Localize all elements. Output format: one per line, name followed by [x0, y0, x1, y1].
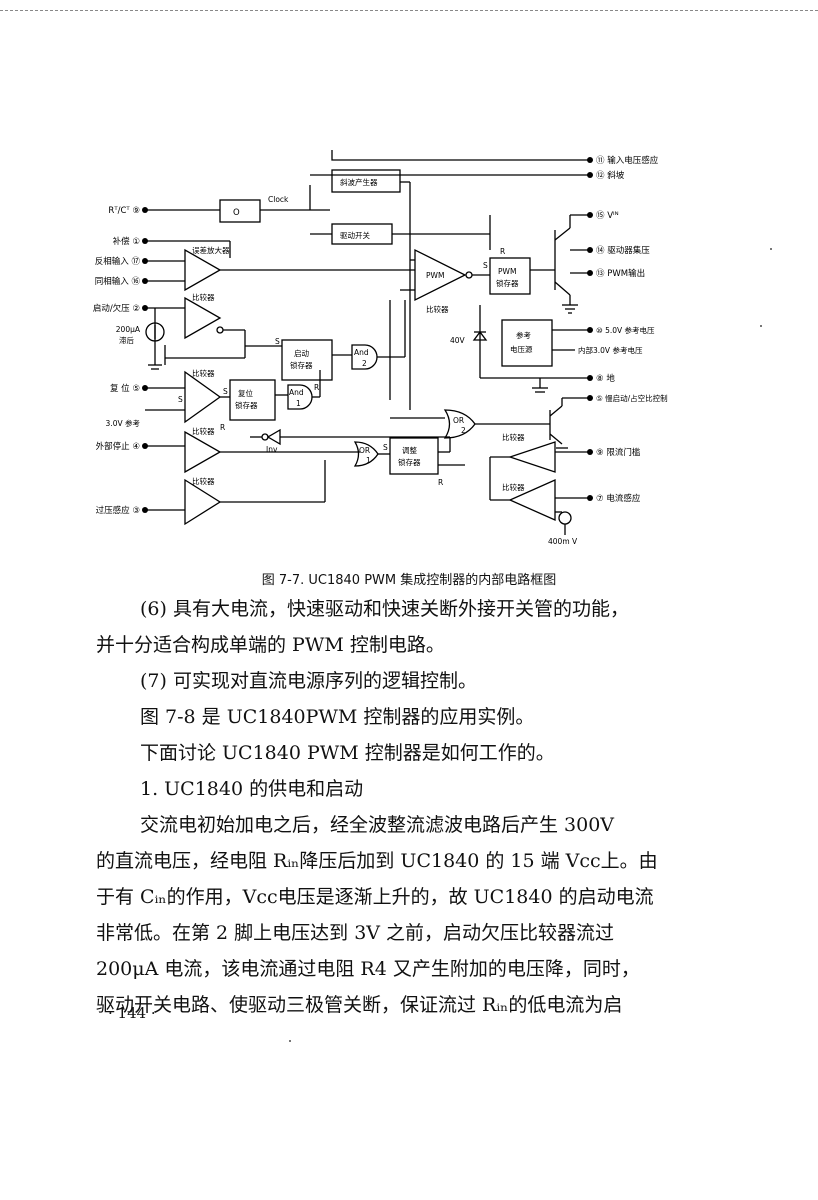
reset-latch-r: R [220, 423, 225, 432]
start-comparator-label: 比较器 [192, 292, 215, 302]
paragraph-line: 于有 Cᵢₙ的作用，Vcc电压是逐渐上升的，故 UC1840 的启动电流 [96, 886, 654, 908]
and-gate-2-label: And [354, 348, 369, 357]
label-delay: 滞后 [119, 335, 134, 345]
or-gate-2-number: 2 [461, 426, 466, 435]
pin-label-reset: 复 位 ⑤ [110, 383, 140, 394]
paragraph-line: 并十分适合构成单端的 PWM 控制电路。 [96, 634, 445, 656]
drive-switch-label: 驱动开关 [340, 230, 370, 240]
pin-label-ref-5v: ⑩ 5.0V 参考电压 [596, 325, 655, 335]
scan-speck [289, 1040, 291, 1042]
reset-comparator-label: 比较器 [192, 368, 215, 378]
or-gate-1-label: OR [359, 446, 370, 455]
pwm-latch-label-2: 锁存器 [496, 278, 519, 288]
reset-latch-label-1: 复位 [238, 388, 253, 398]
paragraph-line: 图 7-8 是 UC1840PWM 控制器的应用实例。 [140, 706, 535, 728]
label-internal-3v: 内部3.0V 参考电压 [578, 345, 643, 355]
error-amp-label: 误差放大器 [192, 245, 230, 255]
overvoltage-comparator-label: 比较器 [192, 476, 215, 486]
adjust-latch-r: R [438, 478, 443, 487]
reset-comp-s: S [178, 395, 183, 404]
scan-edge-line [0, 10, 818, 13]
ext-stop-comparator-label: 比较器 [192, 426, 215, 436]
pwm-latch-s: S [483, 261, 488, 270]
label-400mv: 400m V [548, 537, 578, 546]
pin-label-current-sense: ⑦ 电流感应 [596, 493, 641, 504]
adjust-latch-label-1: 调整 [402, 445, 417, 455]
paragraph-line: (6) 具有大电流，快速驱动和快速关断外接开关管的功能， [140, 598, 629, 620]
or-gate-2-label: OR [453, 416, 464, 425]
adjust-latch-s: S [383, 443, 388, 452]
pin-label-ground: ⑧ 地 [596, 373, 615, 384]
pin-label-vin: ⑮ Vᴵᴺ [596, 211, 619, 221]
uc1840-block-diagram: Rᵀ/Cᵀ ⑨ 补偿 ① 反相输入 ⑰ 同相输入 ⑯ 启动/欠压 ② 200μA… [93, 150, 668, 546]
reset-latch-label-2: 锁存器 [235, 400, 258, 410]
pin-label-inv-input: 反相输入 ⑰ [95, 256, 141, 267]
pin-label-current-limit: ⑨ 限流门槛 [596, 447, 641, 458]
pin-label-start-uv: 启动/欠压 ② [93, 303, 140, 314]
pwm-latch-r: R [500, 247, 505, 256]
pin-label-rt-ct: Rᵀ/Cᵀ ⑨ [108, 206, 140, 216]
start-latch-label-2: 锁存器 [290, 360, 313, 370]
paragraph-line: 200μA 电流，该电流通过电阻 R4 又产生附加的电压降，同时， [96, 958, 640, 980]
current-sense-comparator-label: 比较器 [502, 482, 525, 492]
start-latch-label-1: 启动 [294, 348, 309, 358]
label-ref-3v: 3.0V 参考 [106, 418, 141, 428]
inverter-label: Inv [266, 445, 278, 454]
and-gate-1-label: And [289, 388, 304, 397]
osc-block-label: O [233, 208, 240, 218]
reference-label-1: 参考 [516, 330, 531, 340]
pin-label-slow-start: ⑤ 慢启动/占空比控制 [596, 393, 668, 403]
paragraph-line: 的直流电压，经电阻 Rᵢₙ降压后加到 UC1840 的 15 端 Vcc上。由 [96, 850, 658, 872]
clock-label: Clock [268, 195, 289, 204]
label-200ua: 200μA [116, 325, 141, 334]
pin-label-ramp: ⑫ 斜坡 [596, 170, 625, 181]
or-gate-1-number: 1 [366, 456, 371, 465]
pwm-comparator-label: PWM [426, 271, 444, 280]
label-40v: 40V [450, 336, 466, 345]
and-gate-1-number: 1 [296, 399, 301, 408]
pin-label-ext-stop: 外部停止 ④ [96, 441, 140, 452]
pin-label-overvoltage: 过压感应 ③ [96, 505, 140, 516]
reference-label-2: 电压源 [510, 344, 533, 354]
scan-speck [770, 248, 772, 250]
scan-speck [760, 325, 762, 327]
current-limit-comparator-label: 比较器 [502, 432, 525, 442]
paragraph-line: 非常低。在第 2 脚上电压达到 3V 之前，启动欠压比较器流过 [96, 922, 615, 944]
paragraph-line: (7) 可实现对直流电源序列的逻辑控制。 [140, 670, 477, 692]
and-gate-2-number: 2 [362, 359, 367, 368]
pwm-comparator-caption: 比较器 [426, 304, 449, 314]
paragraph-line: 交流电初始加电之后，经全波整流滤波电路后产生 300V [140, 814, 615, 836]
pin-label-drive-collector: ⑭ 驱动器集压 [596, 245, 650, 256]
start-latch-r: R [314, 383, 319, 392]
ramp-generator-label: 斜波产生器 [340, 177, 378, 187]
start-latch-s: S [275, 337, 280, 346]
paragraph-line: 驱动开关电路、使驱动三极管关断，保证流过 Rᵢₙ的低电流为启 [96, 994, 623, 1016]
adjust-latch-label-2: 锁存器 [398, 457, 421, 467]
pin-label-compensation: 补偿 ① [113, 236, 140, 247]
pwm-latch-label-1: PWM [498, 267, 516, 276]
page-number: · 144 · [108, 1004, 156, 1022]
reset-latch-s: S [223, 387, 228, 396]
paragraph-line: 1. UC1840 的供电和启动 [140, 778, 364, 800]
figure-caption: 图 7-7. UC1840 PWM 集成控制器的内部电路框图 [261, 573, 557, 588]
paragraph-line: 下面讨论 UC1840 PWM 控制器是如何工作的。 [140, 742, 555, 764]
pin-label-input-voltage-sense: ⑪ 输入电压感应 [596, 155, 659, 166]
pin-label-pwm-output: ⑬ PWM输出 [596, 268, 645, 279]
pin-label-noninv-input: 同相输入 ⑯ [95, 276, 141, 287]
